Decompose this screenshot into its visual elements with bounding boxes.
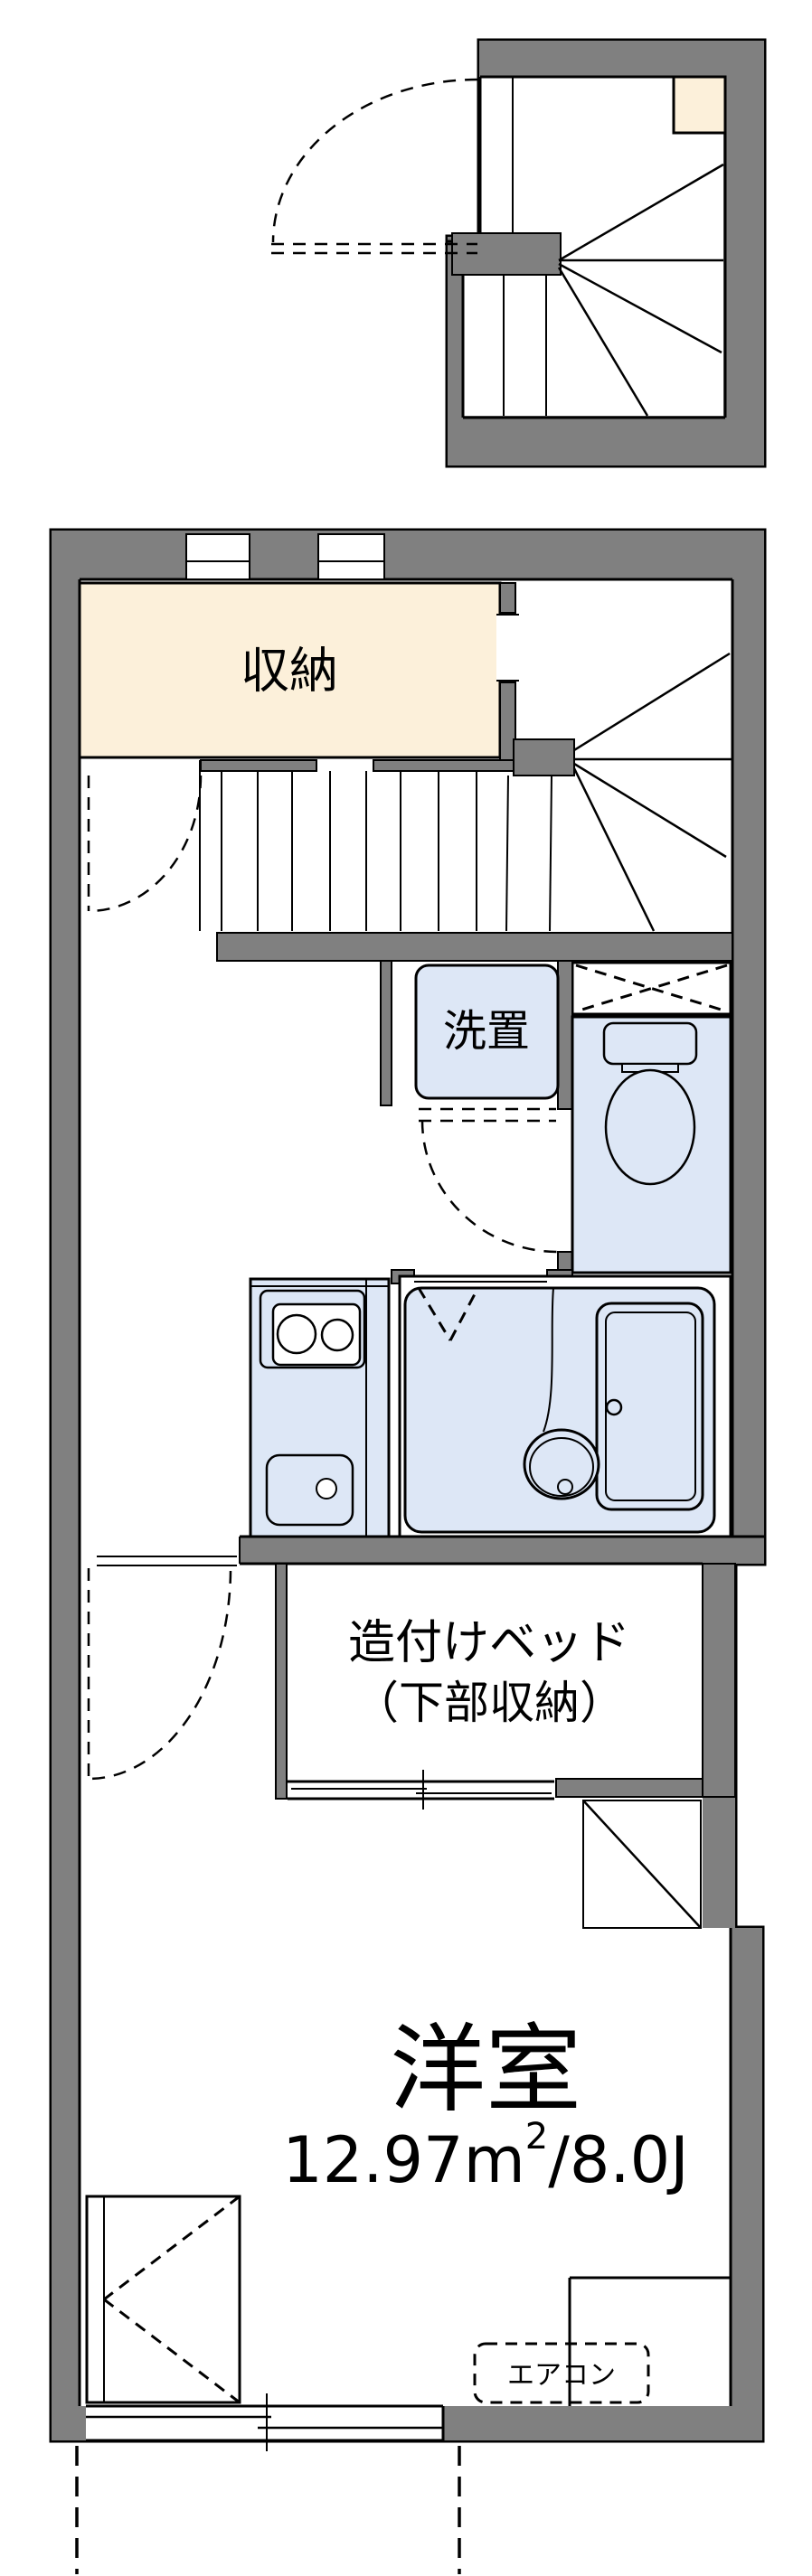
entrance-door-arc bbox=[271, 78, 478, 243]
right-wall-cabinet bbox=[568, 2276, 731, 2406]
toilet-fixture bbox=[602, 1021, 698, 1186]
stair-treads bbox=[221, 771, 552, 932]
aircon-box: エアコン bbox=[473, 2342, 650, 2404]
main-winder-post bbox=[513, 738, 575, 776]
toilet-door bbox=[419, 1107, 559, 1254]
basin-drain bbox=[557, 1479, 573, 1495]
bed-right-wall bbox=[702, 1563, 736, 1798]
bed-left-wall bbox=[275, 1563, 288, 1800]
stair-top-wall-a bbox=[200, 759, 317, 772]
laundry-label: 洗置 bbox=[443, 1006, 530, 1057]
main-staircase bbox=[199, 652, 733, 962]
overhead-shelf bbox=[571, 961, 732, 1016]
stair-winder-treads bbox=[503, 163, 724, 417]
room-door-arc bbox=[88, 1570, 232, 1781]
built-in-bed: 造付けベッド （下部収納） bbox=[275, 1563, 736, 1810]
stairwell-wall-top bbox=[479, 41, 764, 77]
window-small-right bbox=[317, 533, 385, 580]
toilet-room bbox=[419, 960, 732, 1274]
room-entry bbox=[87, 1556, 237, 1781]
storage-room-floor bbox=[78, 581, 502, 759]
kitchen bbox=[249, 1277, 391, 1538]
storage-label: 収納 bbox=[241, 643, 338, 700]
wall-bottom-left-stub bbox=[52, 2406, 86, 2440]
bathroom bbox=[391, 1269, 732, 1538]
storage-room: 収納 bbox=[78, 581, 519, 761]
stair-landing bbox=[672, 75, 727, 135]
bed-label-line2: （下部収納） bbox=[354, 1677, 625, 1729]
room-name-label: 洋室 bbox=[390, 2015, 581, 2126]
storage-area-door bbox=[87, 775, 203, 913]
storage-door-arc bbox=[88, 775, 203, 913]
washer-space bbox=[414, 964, 560, 1100]
aircon-label: エアコン bbox=[507, 2360, 616, 2392]
main-walls bbox=[52, 531, 764, 2440]
stair-top-wall-b bbox=[373, 759, 515, 772]
toilet-door-arc bbox=[420, 1120, 559, 1254]
wall-below-kitchen-bath bbox=[240, 1537, 764, 1564]
toilet-left-wall bbox=[557, 960, 573, 1110]
bed-bottom-wall-right bbox=[555, 1778, 703, 1798]
wall-right-upper bbox=[732, 579, 764, 1537]
burner-right bbox=[320, 1318, 354, 1352]
wash-basin bbox=[523, 1287, 600, 1500]
wall-left bbox=[52, 579, 80, 2440]
sink-drain bbox=[316, 1478, 337, 1500]
stair-winder-fan bbox=[572, 652, 732, 932]
wall-top bbox=[52, 531, 764, 579]
stairwell-wall-left bbox=[448, 237, 463, 416]
laundry-left-wall bbox=[380, 960, 392, 1106]
stair-bottom-wall bbox=[216, 932, 733, 962]
upper-stairwell-section bbox=[271, 38, 767, 468]
counter-curve bbox=[543, 1287, 554, 1433]
stairwell-wall-bottom bbox=[448, 416, 764, 465]
corner-window bbox=[582, 1800, 702, 1929]
stairwell-inner-edges bbox=[448, 75, 727, 419]
left-shutter-box bbox=[85, 2195, 241, 2404]
bath-folding-door bbox=[417, 1287, 478, 1341]
bed-sliding-door bbox=[288, 1770, 554, 1810]
main-unit-section: 収納 bbox=[49, 528, 767, 2574]
bed-label-line1: 造付けベッド bbox=[348, 1616, 630, 1670]
wall-bottom-right bbox=[443, 2406, 762, 2440]
boundary-lines bbox=[75, 2446, 461, 2574]
entrance-door bbox=[271, 78, 478, 255]
bottom-sliding-window bbox=[86, 2393, 445, 2451]
wall-right-lower bbox=[731, 1928, 762, 2440]
top-wall-windows bbox=[185, 533, 385, 580]
storage-side-opening bbox=[496, 615, 519, 681]
stairwell-wall-right bbox=[723, 77, 764, 465]
western-room: 洋室 12.97m2/8.0J エアコン bbox=[85, 2015, 731, 2406]
bathtub bbox=[595, 1302, 704, 1511]
laundry-area: 洗置 bbox=[380, 960, 560, 1106]
storage-right-wall-upper bbox=[499, 582, 516, 614]
kitchen-sink bbox=[265, 1453, 354, 1527]
window-small-left bbox=[185, 533, 250, 580]
room-area-label: 12.97m2/8.0J bbox=[282, 2116, 689, 2197]
wall-right-bed-notch bbox=[703, 1797, 735, 1928]
burner-left bbox=[276, 1313, 317, 1355]
tub-handle bbox=[605, 1398, 623, 1416]
